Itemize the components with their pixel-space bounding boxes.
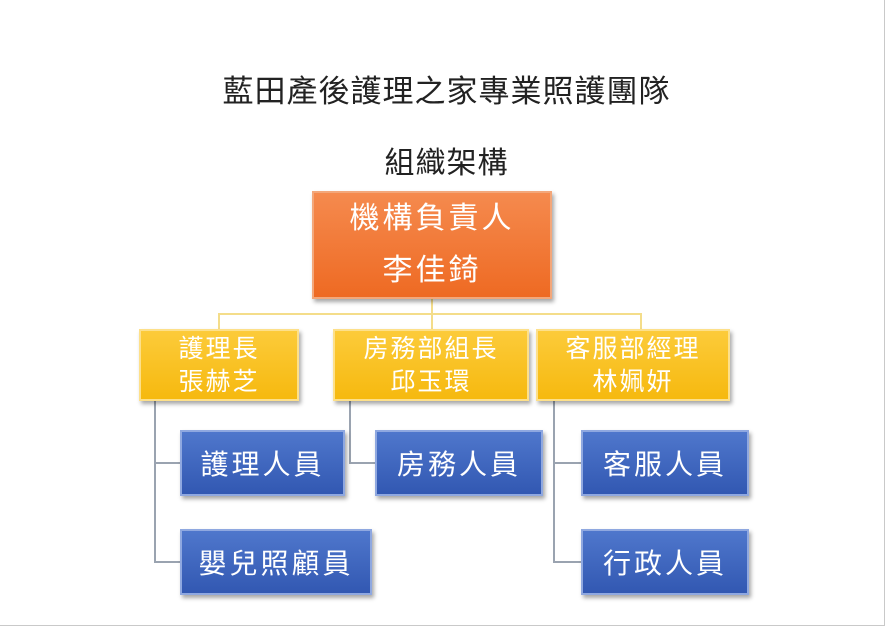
connector-nursing-trunk bbox=[154, 401, 156, 562]
node-cs-manager: 客服部經理 林姵妍 bbox=[536, 329, 730, 401]
connector-manager-2 bbox=[431, 313, 433, 329]
connector-cs-trunk bbox=[553, 401, 555, 562]
node-director-role: 機構負責人 bbox=[349, 201, 515, 236]
chart-subtitle: 組織架構 bbox=[384, 146, 509, 181]
node-cs-staff: 客服人員 bbox=[581, 430, 749, 496]
connector-manager-1 bbox=[218, 313, 220, 329]
node-head-nurse-role: 護理長 bbox=[178, 334, 260, 363]
connector-nursing-2 bbox=[154, 561, 180, 563]
node-infant-caregiver: 嬰兒照顧員 bbox=[180, 529, 372, 595]
node-director: 機構負責人 李佳錡 bbox=[312, 191, 552, 299]
chart-title: 藍田產後護理之家專業照護團隊 bbox=[222, 74, 671, 110]
node-nursing-staff: 護理人員 bbox=[180, 430, 345, 496]
node-housekeeping-lead: 房務部組長 邱玉環 bbox=[333, 329, 529, 401]
node-cs-manager-name: 林姵妍 bbox=[592, 367, 674, 396]
node-housekeeping-lead-role: 房務部組長 bbox=[363, 334, 499, 363]
connector-cs-1 bbox=[553, 462, 581, 464]
connector-nursing-1 bbox=[154, 462, 180, 464]
connector-cs-2 bbox=[553, 561, 581, 563]
node-director-name: 李佳錡 bbox=[382, 253, 482, 288]
node-cs-manager-role: 客服部經理 bbox=[565, 334, 701, 363]
connector-manager-bus bbox=[218, 313, 642, 315]
node-housekeeping-staff: 房務人員 bbox=[375, 430, 543, 496]
node-housekeeping-lead-name: 邱玉環 bbox=[390, 367, 472, 396]
connector-manager-3 bbox=[640, 313, 642, 329]
connector-housekeeping-1 bbox=[349, 462, 375, 464]
connector-root-down bbox=[431, 299, 433, 314]
node-head-nurse-name: 張赫芝 bbox=[178, 367, 260, 396]
node-head-nurse: 護理長 張赫芝 bbox=[139, 329, 299, 401]
node-admin-staff: 行政人員 bbox=[581, 529, 749, 595]
connector-housekeeping-trunk bbox=[349, 401, 351, 463]
